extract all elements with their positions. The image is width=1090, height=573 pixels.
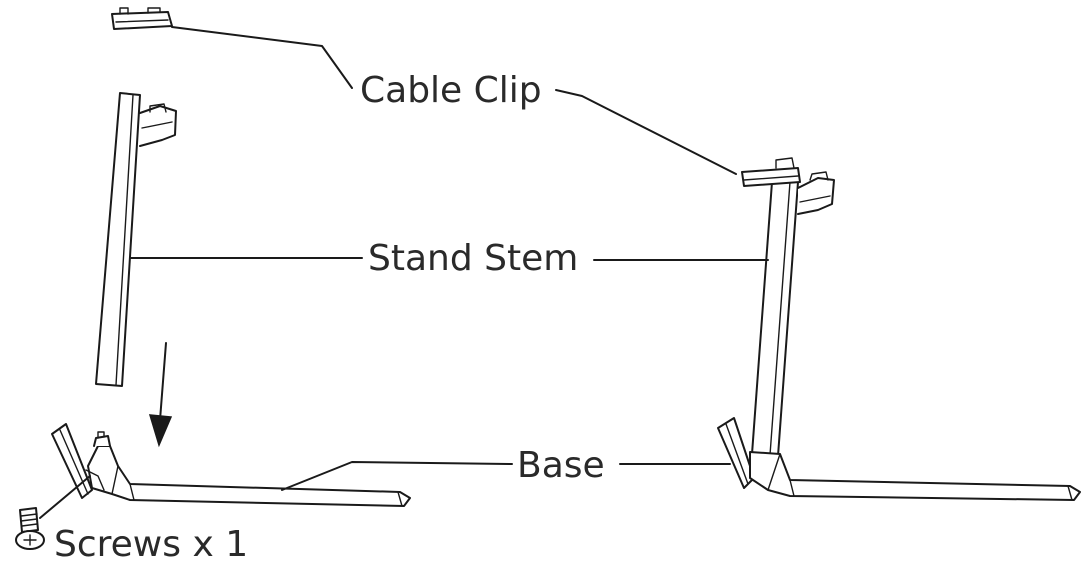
cable-clip-loose xyxy=(111,7,173,30)
base-assembled xyxy=(717,417,1081,501)
stand-stem-assembled xyxy=(751,181,799,457)
leader-lines xyxy=(39,26,769,519)
label-base: Base xyxy=(517,445,605,486)
label-cable-clip: Cable Clip xyxy=(360,70,542,111)
label-stand-stem: Stand Stem xyxy=(368,238,578,279)
screw-icon xyxy=(15,507,45,550)
stand-stem-loose xyxy=(95,92,177,387)
arrow-down-icon xyxy=(148,342,173,448)
base-loose xyxy=(51,423,411,507)
cable-clip-assembled xyxy=(741,157,801,187)
label-screws: Screws x 1 xyxy=(54,524,248,565)
stem-hinge-assembled xyxy=(797,171,835,215)
